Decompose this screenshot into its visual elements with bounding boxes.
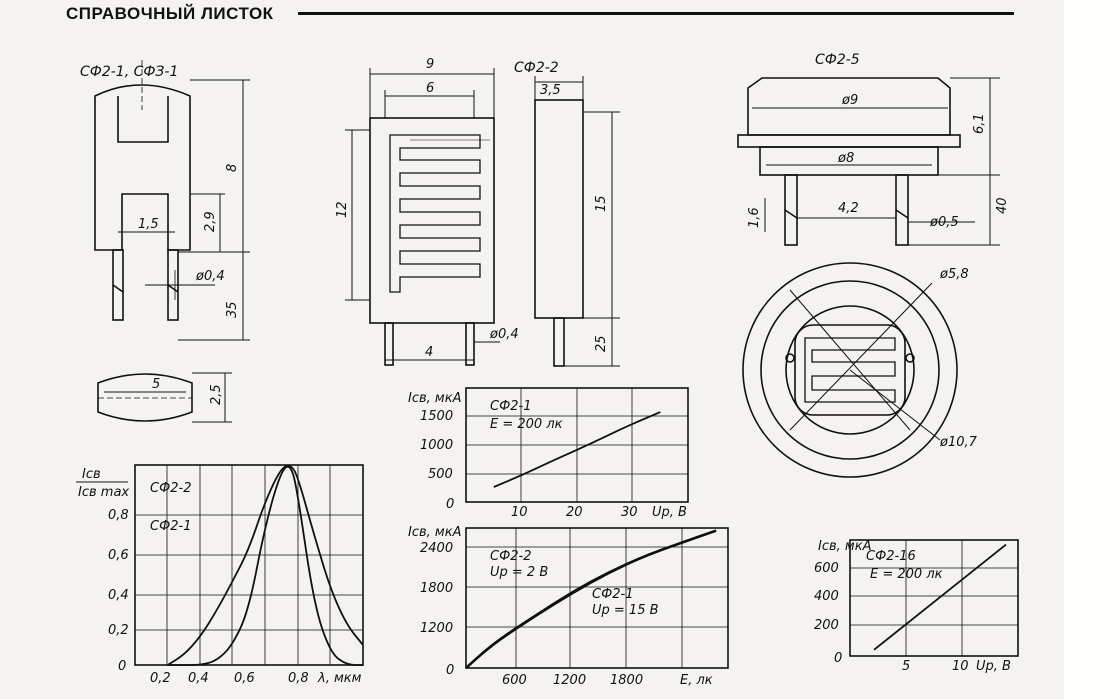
chart-a-xtick-30: 30	[621, 505, 638, 520]
chart-c-xtick-1200: 1200	[553, 673, 586, 688]
chart-b-frame	[134, 464, 364, 666]
chart-c-label-sf21: СФ2-1	[592, 587, 634, 602]
sf2-2-side-h: 15	[594, 195, 609, 212]
oval-outline	[97, 372, 232, 423]
chart-b-xtick-04: 0,4	[188, 671, 209, 686]
sf2-2-inner-w: 6	[426, 81, 434, 96]
chart-b-ylabel-den: Iсв max	[78, 485, 129, 500]
sf2-2-title: СФ2-2	[514, 60, 559, 76]
chart-b-label-sf22: СФ2-2	[150, 481, 192, 496]
sf2-5-lead-pitch: 4,2	[838, 201, 859, 216]
chart-c-xtick-600: 600	[502, 673, 527, 688]
chart-c-label-sf22-u: Uр = 2 В	[490, 565, 548, 580]
chart-b-series-1	[167, 465, 363, 666]
chart-c-xtick-1800: 1800	[610, 673, 643, 688]
sf2-2-height: 12	[335, 201, 350, 218]
dim-lead-d: ø0,4	[195, 269, 225, 284]
chart-d-annotation-1: СФ2-16	[866, 549, 916, 564]
chart-c-label-sf22: СФ2-2	[490, 549, 532, 564]
chart-d-ytick-600: 600	[814, 561, 839, 576]
chart-c-ytick-1800: 1800	[420, 581, 453, 596]
chart-d-ytick-200: 200	[814, 618, 839, 633]
dim-pitch: 1,5	[138, 217, 159, 232]
chart-b-ytick-0: 0	[118, 659, 126, 674]
chart-d-xtick-10: 10	[952, 659, 969, 674]
sf2-2-front	[345, 68, 500, 366]
sf2-2-side	[534, 76, 620, 367]
chart-b-label-sf21: СФ2-1	[150, 519, 192, 534]
sf2-5-height: 6,1	[972, 113, 987, 134]
chart-a-ylabel: Iсв, мкА	[408, 391, 461, 406]
chart-c-ytick-2400: 2400	[420, 541, 453, 556]
sf2-5-body-d: ø10,7	[939, 435, 978, 450]
chart-b-ytick-06: 0,6	[108, 548, 129, 563]
chart-d-annotation-2: E = 200 лк	[870, 567, 943, 582]
chart-d-ytick-400: 400	[814, 589, 839, 604]
header-rule	[298, 12, 1014, 15]
chart-b-xlabel: λ, мкм	[317, 671, 362, 686]
sf2-1-title: СФ2-1, СФЗ-1	[80, 64, 178, 80]
dim-height: 8	[225, 164, 240, 172]
sf2-2-lead-d: ø0,4	[489, 327, 519, 342]
chart-b-ylabel-num: Iсв	[82, 467, 101, 482]
chart-a-annotation-1: СФ2-1	[490, 399, 532, 414]
sf2-1-drawing	[94, 60, 250, 341]
chart-d-origin: 0	[834, 651, 842, 666]
sf2-5-top	[742, 262, 958, 478]
sf2-5-lead-d: ø0,5	[929, 215, 959, 230]
chart-c-frame	[465, 527, 729, 669]
chart-d-ylabel: Iсв, мкА	[818, 539, 871, 554]
chart-b-ytick-04: 0,4	[108, 588, 129, 603]
header-title: СПРАВОЧНЫЙ ЛИСТОК	[66, 4, 274, 23]
sf2-2-leads: 25	[594, 335, 609, 352]
chart-c-ytick-1200: 1200	[420, 621, 453, 636]
sf2-5-inner-d: ø8	[837, 151, 854, 166]
chart-a-ytick-500: 500	[428, 467, 453, 482]
page-edge	[1064, 0, 1116, 699]
sf2-2-thickness: 3,5	[540, 83, 561, 98]
chart-d-xtick-5: 5	[902, 659, 910, 674]
chart-b-series-0	[167, 464, 364, 666]
chart-a-origin: 0	[446, 497, 454, 512]
sf2-5-base: 1,6	[747, 207, 762, 228]
sf2-2-lead-pitch: 4	[425, 345, 433, 360]
chart-c-label-sf21-u: Uр = 15 В	[592, 603, 659, 618]
sf2-5-outer-d: ø9	[841, 93, 858, 108]
chart-a-ytick-1000: 1000	[420, 438, 453, 453]
sf2-5-title: СФ2-5	[815, 52, 860, 68]
chart-a-xtick-20: 20	[566, 505, 583, 520]
chart-b-xtick-08: 0,8	[288, 671, 309, 686]
sf2-5-lead-len: 40	[995, 197, 1010, 214]
chart-c-ylabel: Iсв, мкА	[408, 525, 461, 540]
chart-d-xlabel: Uр, В	[976, 659, 1011, 674]
chart-d-frame	[849, 539, 1019, 657]
chart-a-series-0	[493, 411, 661, 488]
chart-b-xtick-02: 0,2	[150, 671, 171, 686]
chart-a-xtick-10: 10	[511, 505, 528, 520]
dim-leads: 35	[225, 301, 240, 318]
chart-d-series-0	[873, 543, 1007, 651]
dim-slot: 2,9	[203, 211, 218, 232]
chart-c-origin: 0	[446, 663, 454, 678]
sf2-5-window-d: ø5,8	[939, 267, 969, 282]
sf2-2-outer-w: 9	[426, 57, 434, 72]
chart-b-ytick-08: 0,8	[108, 508, 129, 523]
chart-c-xlabel: E, лк	[680, 673, 713, 688]
chart-b-xtick-06: 0,6	[234, 671, 255, 686]
chart-a-annotation-2: E = 200 лк	[490, 417, 563, 432]
chart-a-ytick-1500: 1500	[420, 409, 453, 424]
chart-a-xlabel: Uр, В	[652, 505, 687, 520]
chart-c-series-1	[465, 529, 717, 669]
chart-b-ytick-02: 0,2	[108, 623, 129, 638]
sf2-5-side	[737, 77, 1000, 246]
oval-width: 5	[152, 377, 160, 392]
oval-height: 2,5	[209, 384, 224, 405]
